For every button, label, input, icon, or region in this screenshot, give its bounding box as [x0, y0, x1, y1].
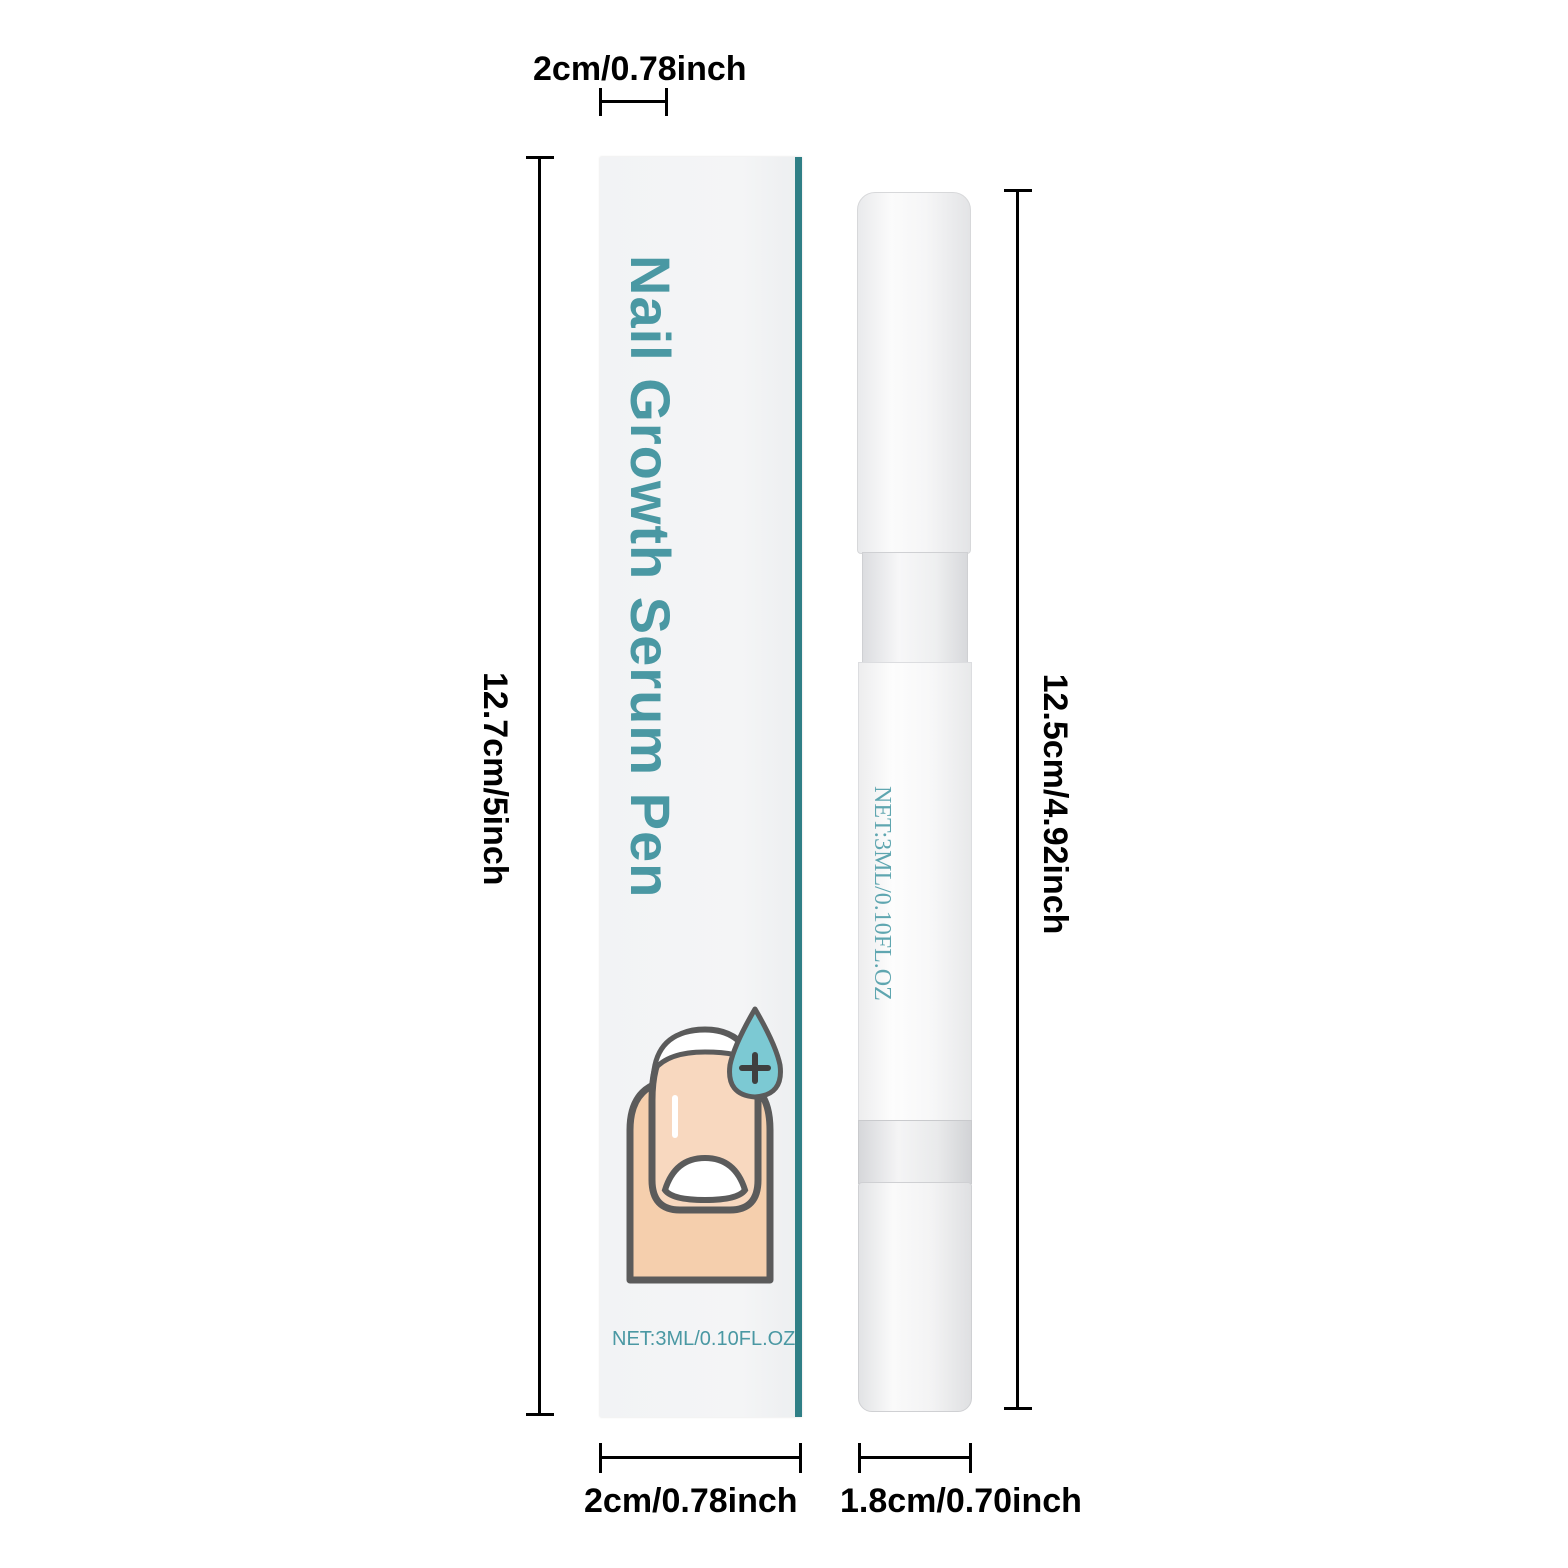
pen-ring: [858, 1120, 972, 1184]
water-drop-plus-icon: [722, 1005, 788, 1101]
box-stripe: [795, 157, 802, 1417]
box-top-width-label: 2cm/0.78inch: [533, 50, 747, 88]
pen-bottom: [858, 1182, 972, 1412]
pen-body: [858, 662, 972, 1122]
box-height-label: 12.7cm/5inch: [476, 672, 514, 886]
pen-cap: [857, 192, 971, 554]
pen-collar: [862, 552, 968, 664]
box-net-volume: NET:3ML/0.10FL.OZ: [612, 1328, 796, 1350]
pen-width-label: 1.8cm/0.70inch: [840, 1482, 1082, 1520]
box-title: Nail Growth Serum Pen: [619, 255, 682, 899]
box-bottom-width-label: 2cm/0.78inch: [584, 1482, 798, 1520]
pen-net-volume: NET:3ML/0.10FL.OZ: [869, 786, 895, 1001]
pen-height-label: 12.5cm/4.92inch: [1036, 673, 1074, 935]
